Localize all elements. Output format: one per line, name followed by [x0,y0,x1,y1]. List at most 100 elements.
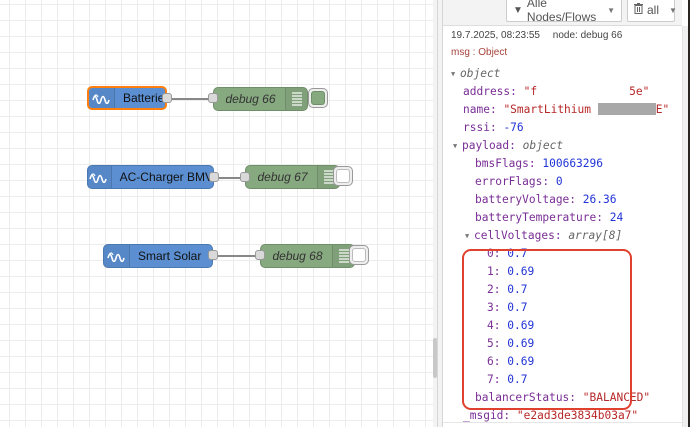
debug-node-68[interactable]: debug 68 [260,244,355,268]
debug-node-66[interactable]: debug 66 [213,87,308,111]
input-port[interactable] [240,172,250,182]
input-port[interactable] [255,250,265,260]
cell-voltage-row: 3: 0.7 [487,301,528,314]
input-port[interactable] [208,93,218,103]
tree-row-cellvoltages[interactable]: ▼cellVoltages: array[8] [451,227,682,245]
message-separator [443,422,682,423]
cell-voltage-row: 5: 0.69 [487,337,535,350]
tree-row-name: name: "SmartLithium E" [463,103,670,116]
key: errorFlags [475,175,543,188]
tree-row-rssi: rssi: -76 [463,121,524,134]
array-index: 2 [487,283,494,296]
array-index: 5 [487,337,494,350]
key: payload [462,139,510,152]
tree-row-payload[interactable]: ▼payload: object [451,137,682,155]
victron-wave-icon [89,88,115,108]
debug-sidebar: ▼ Alle Nodes/Flows ▼ all ▼ 19.7.2025, 08… [443,0,682,427]
expand-triangle-icon[interactable]: ▼ [453,142,458,150]
output-port[interactable] [208,250,218,260]
victron-node-batterie[interactable]: Batterie [87,86,167,110]
message-meta: 19.7.2025, 08:23:55 node: debug 66 [451,30,682,44]
debug-toggle-button[interactable] [308,88,328,108]
redacted-block [597,103,656,115]
clear-label: all [647,3,660,17]
victron-wave-icon [104,245,130,267]
list-icon [285,88,307,110]
chevron-down-icon: ▼ [669,5,677,15]
value: 24 [609,211,624,224]
debug-toggle-button[interactable] [349,245,369,265]
value-type: array[8] [568,229,623,242]
value: "e2ad3de3834b03a7" [516,409,639,422]
filter-label: Alle Nodes/Flows [526,0,597,24]
workspace-scrollbar[interactable] [433,0,437,427]
message-timestamp: 19.7.2025, 08:23:55 [451,30,540,41]
debug-node-67[interactable]: debug 67 [245,165,340,189]
key: cellVoltages [474,229,555,242]
sidebar-resize-handle[interactable] [437,0,443,427]
output-port[interactable] [209,172,219,182]
value-end: E" [655,103,670,116]
window-edge [688,0,690,427]
chevron-down-icon: ▼ [607,5,615,15]
array-index: 4 [487,319,494,332]
value-type: object [522,139,564,152]
debug-toggle-button[interactable] [333,166,353,186]
wire[interactable] [218,255,264,257]
expand-triangle-icon[interactable]: ▼ [451,70,456,78]
wire[interactable] [172,98,216,100]
trash-icon [634,3,643,17]
key: batteryTemperature [475,211,597,224]
cell-voltage-value: 0.7 [507,283,528,296]
filter-icon: ▼ [513,4,523,16]
clear-dropdown[interactable]: all ▼ [627,0,677,22]
list-icon [332,245,354,267]
tree-row-bmsflags: bmsFlags: 100663296 [475,157,603,170]
filter-dropdown[interactable]: ▼ Alle Nodes/Flows ▼ [506,0,622,24]
tree-row-batterytemperature: batteryTemperature: 24 [475,211,624,224]
node-label: debug 66 [225,92,276,106]
array-index: 1 [487,265,494,278]
value: 100663296 [542,157,603,170]
value: "BALANCED" [582,391,651,404]
value: 0 [555,175,563,188]
tree-row-msgid: _msgid: "e2ad3de3834b03a7" [463,409,639,422]
victron-node-smart-solar[interactable]: Smart Solar [103,244,213,268]
node-label: debug 67 [257,170,308,184]
key: balancerStatus [475,391,570,404]
cell-voltage-row: 4: 0.69 [487,319,535,332]
node-label: AC-Charger BMV [119,170,213,184]
cell-voltage-value: 0.69 [507,337,535,350]
cell-voltage-row: 0: 0.7 [487,247,528,260]
debug-messages: 19.7.2025, 08:23:55 node: debug 66 msg :… [443,26,682,427]
cell-voltage-value: 0.69 [507,265,535,278]
tree-row-batteryvoltage: batteryVoltage: 26.36 [475,193,617,206]
cell-voltage-value: 0.69 [507,319,535,332]
cell-voltage-value: 0.7 [507,373,528,386]
cell-voltage-row: 1: 0.69 [487,265,535,278]
output-port[interactable] [162,93,172,103]
cell-voltage-value: 0.7 [507,247,528,260]
key: _msgid [463,409,504,422]
node-label: Smart Solar [138,249,202,263]
array-index: 7 [487,373,494,386]
message-source-node[interactable]: node: debug 66 [552,30,623,41]
cell-voltage-row: 2: 0.7 [487,283,528,296]
value-end: 5e" [629,85,650,98]
value: 26.36 [582,193,617,206]
wire[interactable] [218,177,248,179]
sidebar-scrollbar[interactable] [682,26,688,427]
expand-triangle-icon[interactable]: ▼ [465,232,470,240]
victron-node-ac-charger-bmv[interactable]: AC-Charger BMV [87,165,214,189]
tree-row-balancerstatus: balancerStatus: "BALANCED" [475,391,651,404]
flow-workspace[interactable]: Batterie debug 66 AC-Charger BMV debug 6… [0,0,437,427]
value: -76 [503,121,524,134]
tree-root[interactable]: ▼object [451,65,682,83]
message-type: msg : Object [451,47,508,58]
node-label: debug 68 [272,249,323,263]
scrollbar-thumb[interactable] [433,338,437,378]
node-label: Batterie [123,91,165,105]
value-start: "SmartLithium [503,103,598,116]
